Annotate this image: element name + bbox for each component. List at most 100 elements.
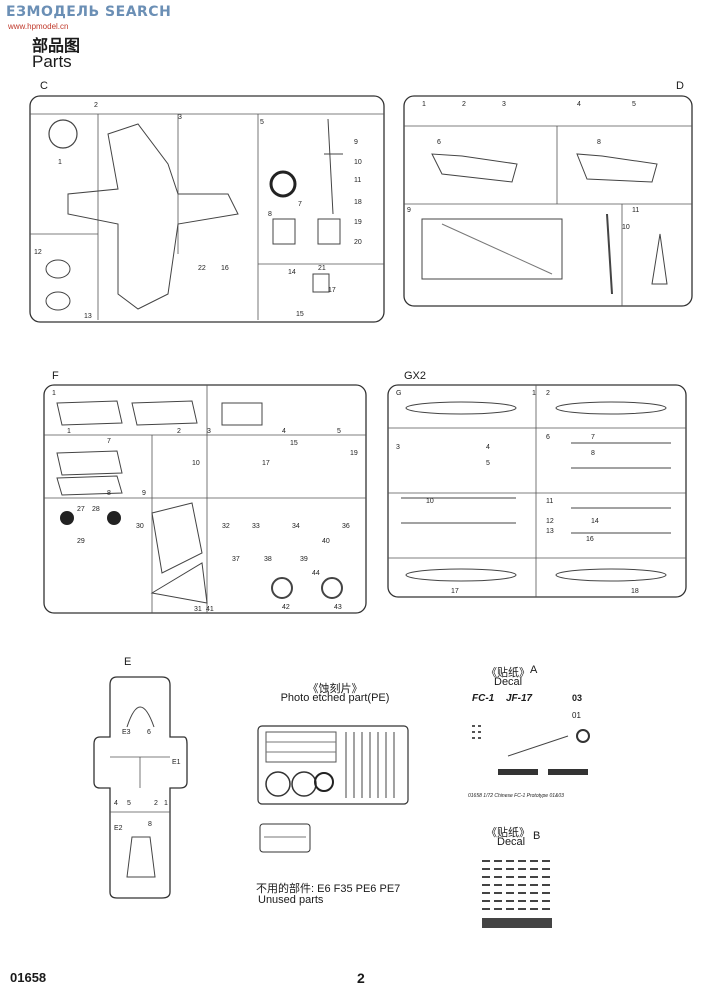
svg-text:30: 30 — [136, 523, 144, 530]
pe-title-cn: 《蚀刻片》 — [307, 683, 363, 695]
svg-text:28: 28 — [92, 506, 100, 513]
svg-text:10: 10 — [622, 224, 630, 231]
decal-mark-jf17: JF-17 — [506, 693, 533, 704]
svg-text:4: 4 — [577, 101, 581, 108]
unused-parts-cn: 不用的部件: E6 F35 PE6 PE7 — [256, 883, 401, 895]
sprue-e-letter: E — [124, 656, 132, 668]
svg-text:1: 1 — [67, 428, 71, 435]
svg-text:21: 21 — [318, 265, 326, 272]
svg-text:7: 7 — [591, 434, 595, 441]
decal-b-title: Decal — [497, 836, 526, 848]
svg-text:4: 4 — [114, 800, 118, 807]
svg-text:3: 3 — [178, 114, 182, 121]
svg-text:15: 15 — [296, 311, 304, 318]
svg-text:38: 38 — [264, 556, 272, 563]
sprue-f-letter: F — [52, 370, 59, 382]
svg-text:12: 12 — [34, 249, 42, 256]
svg-text:6: 6 — [546, 434, 550, 441]
svg-text:2: 2 — [154, 800, 158, 807]
svg-text:9: 9 — [354, 139, 358, 146]
svg-text:5: 5 — [260, 119, 264, 126]
svg-text:E1: E1 — [172, 759, 181, 766]
svg-text:8: 8 — [107, 490, 111, 497]
svg-text:1: 1 — [422, 101, 426, 108]
svg-text:4: 4 — [486, 444, 490, 451]
watermark-url: www.hpmodel.cn — [8, 22, 69, 31]
decal-sheet-a: FC-1 JF-17 03 01 01658 1/72 Chinese FC-1… — [468, 693, 603, 803]
unused-parts-title: Unused parts — [258, 894, 324, 906]
svg-text:19: 19 — [354, 219, 362, 226]
svg-text:8: 8 — [268, 211, 272, 218]
svg-text:42: 42 — [282, 604, 290, 611]
svg-text:19: 19 — [350, 450, 358, 457]
svg-text:37: 37 — [232, 556, 240, 563]
decal-a-title: Decal — [494, 676, 523, 688]
page-title-chinese: 部品图 — [32, 38, 81, 55]
svg-text:34: 34 — [292, 523, 300, 530]
page-number: 2 — [357, 970, 365, 986]
svg-text:1: 1 — [58, 159, 62, 166]
svg-text:5: 5 — [337, 428, 341, 435]
decal-mark-01: 01 — [572, 711, 581, 720]
svg-text:13: 13 — [546, 528, 554, 535]
svg-text:12: 12 — [546, 518, 554, 525]
svg-text:44: 44 — [312, 570, 320, 577]
svg-text:11: 11 — [632, 207, 639, 214]
svg-text:E3: E3 — [122, 729, 131, 736]
svg-text:18: 18 — [631, 588, 639, 595]
svg-text:G: G — [396, 390, 401, 397]
decal-a-caption: 01658 1/72 Chinese FC-1 Prototype 01&03 — [468, 793, 564, 799]
svg-text:5: 5 — [127, 800, 131, 807]
kit-number: 01658 — [10, 970, 47, 985]
svg-text:31: 31 — [194, 606, 202, 613]
svg-text:3: 3 — [502, 101, 506, 108]
svg-text:1: 1 — [52, 390, 56, 397]
decal-mark-03: 03 — [572, 693, 583, 703]
svg-text:17: 17 — [328, 287, 336, 294]
svg-text:10: 10 — [354, 159, 362, 166]
sprue-c-letter: C — [40, 80, 48, 92]
svg-text:41: 41 — [206, 606, 214, 613]
svg-text:9: 9 — [142, 490, 146, 497]
decal-a-markings-drawing — [472, 725, 590, 775]
svg-text:8: 8 — [591, 450, 595, 457]
svg-text:11: 11 — [546, 498, 553, 505]
svg-text:14: 14 — [591, 518, 599, 525]
svg-text:2: 2 — [94, 102, 98, 109]
svg-text:33: 33 — [252, 523, 260, 530]
sprue-gx2-letter: GX2 — [404, 370, 427, 382]
svg-text:6: 6 — [437, 139, 441, 146]
svg-text:2: 2 — [177, 428, 181, 435]
svg-text:22: 22 — [198, 265, 206, 272]
svg-text:2: 2 — [546, 390, 550, 397]
svg-text:4: 4 — [282, 428, 286, 435]
svg-text:1: 1 — [164, 800, 168, 807]
svg-text:20: 20 — [354, 239, 362, 246]
svg-text:39: 39 — [300, 556, 308, 563]
svg-text:29: 29 — [77, 538, 85, 545]
decal-a-cn: 《贴纸》 — [486, 667, 530, 679]
svg-text:40: 40 — [322, 538, 330, 545]
watermark-logo: ЕЗМОДЕЛЬ SEARCH — [6, 4, 172, 20]
svg-text:43: 43 — [334, 604, 342, 611]
page-title: Parts — [32, 52, 72, 71]
svg-text:9: 9 — [407, 207, 411, 214]
svg-text:3: 3 — [207, 428, 211, 435]
svg-text:13: 13 — [84, 313, 92, 320]
pe-small-fret-drawing — [259, 823, 311, 853]
decal-a-letter: A — [530, 664, 538, 676]
svg-text:1: 1 — [532, 390, 536, 397]
svg-text:36: 36 — [342, 523, 350, 530]
svg-text:8: 8 — [597, 139, 601, 146]
pe-title: Photo etched part(PE) — [280, 692, 390, 704]
decal-b-cn: 《贴纸》 — [486, 827, 530, 839]
svg-text:17: 17 — [262, 460, 270, 467]
svg-text:7: 7 — [298, 201, 302, 208]
svg-text:2: 2 — [462, 101, 466, 108]
svg-text:6: 6 — [147, 729, 151, 736]
